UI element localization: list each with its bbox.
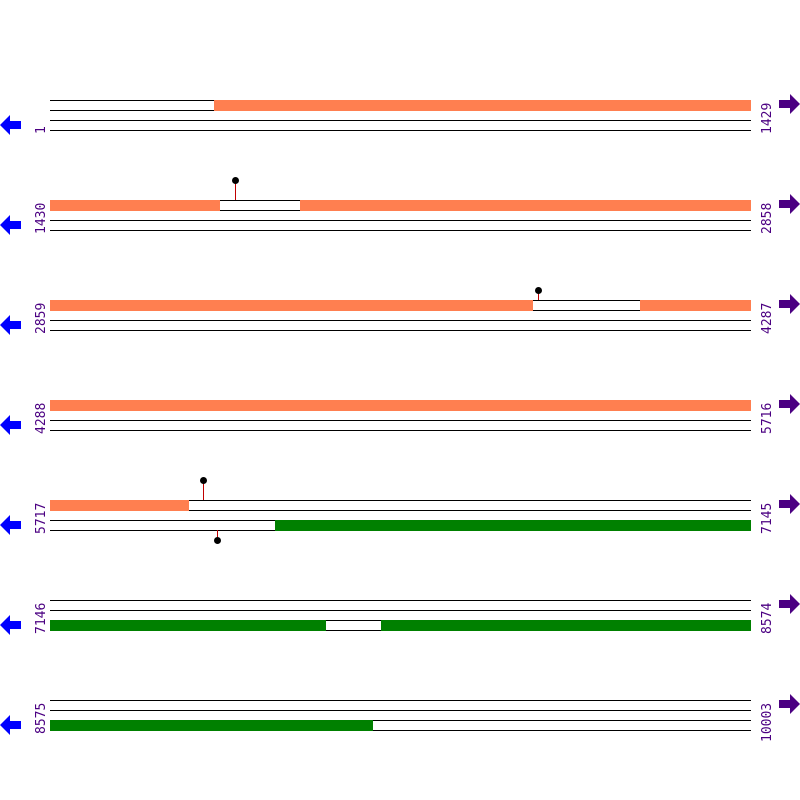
row-end-label: 10003: [760, 702, 775, 742]
orf-forward-segment[interactable]: [300, 200, 751, 211]
lane-line: [50, 510, 751, 511]
row-start-label: 7146: [34, 602, 49, 634]
marker-stem: [217, 530, 218, 538]
arrow-right-icon[interactable]: [778, 493, 800, 515]
row-end-label: 2858: [760, 202, 775, 234]
arrow-left-icon[interactable]: [0, 514, 22, 536]
lane-line: [50, 700, 751, 701]
arrow-right-icon[interactable]: [778, 693, 800, 715]
arrow-right-icon[interactable]: [778, 393, 800, 415]
marker-stem: [538, 292, 539, 300]
sequence-row-2: 1430 2858: [0, 200, 800, 240]
arrow-left-icon[interactable]: [0, 414, 22, 436]
lane-line: [50, 500, 751, 501]
orf-gap: [220, 200, 300, 211]
sequence-row-1: 1 1429: [0, 100, 800, 140]
sequence-row-6: 7146 8574: [0, 600, 800, 640]
orf-forward-segment[interactable]: [640, 300, 751, 311]
orf-gap: [326, 620, 381, 631]
sequence-row-4: 4288 5716: [0, 400, 800, 440]
lollipop-marker-icon[interactable]: [214, 537, 221, 544]
lane-line: [50, 430, 751, 431]
lane-line: [50, 120, 751, 121]
sequence-row-3: 2859 4287: [0, 300, 800, 340]
arrow-left-icon[interactable]: [0, 314, 22, 336]
lane-line: [50, 230, 751, 231]
row-end-label: 1429: [760, 102, 775, 134]
sequence-row-7: 8575 10003: [0, 700, 800, 742]
lane-line: [50, 730, 751, 731]
marker-stem: [235, 182, 236, 200]
row-start-label: 4288: [34, 402, 49, 434]
lane-line: [50, 600, 751, 601]
row-end-label: 7145: [760, 502, 775, 534]
arrow-left-icon[interactable]: [0, 714, 22, 736]
row-start-label: 2859: [34, 302, 49, 334]
lollipop-marker-icon[interactable]: [232, 177, 239, 184]
orf-reverse-segment[interactable]: [50, 720, 373, 731]
lane-line: [50, 610, 751, 611]
sequence-row-5: 5717 7145: [0, 500, 800, 540]
lane-line: [50, 130, 751, 131]
marker-stem: [203, 482, 204, 500]
arrow-right-icon[interactable]: [778, 593, 800, 615]
lane-line: [50, 320, 751, 321]
arrow-left-icon[interactable]: [0, 614, 22, 636]
row-end-label: 8574: [760, 602, 775, 634]
row-start-label: 8575: [34, 702, 49, 734]
orf-forward-segment[interactable]: [50, 200, 220, 211]
orf-forward-segment[interactable]: [50, 300, 533, 311]
row-end-label: 4287: [760, 302, 775, 334]
arrow-left-icon[interactable]: [0, 214, 22, 236]
orf-gap: [533, 300, 640, 311]
row-start-label: 1: [34, 126, 49, 134]
lane-line: [50, 420, 751, 421]
arrow-right-icon[interactable]: [778, 193, 800, 215]
arrow-left-icon[interactable]: [0, 114, 22, 136]
lollipop-marker-icon[interactable]: [200, 477, 207, 484]
lollipop-marker-icon[interactable]: [535, 287, 542, 294]
arrow-right-icon[interactable]: [778, 93, 800, 115]
orf-reverse-segment[interactable]: [50, 620, 326, 631]
orf-reverse-segment[interactable]: [381, 620, 751, 631]
row-start-label: 1430: [34, 202, 49, 234]
orf-forward-segment[interactable]: [214, 100, 751, 111]
orf-reverse-segment[interactable]: [275, 520, 751, 531]
lane-line: [50, 720, 751, 721]
lane-line: [50, 710, 751, 711]
orf-forward-segment[interactable]: [50, 500, 189, 511]
lane-line: [50, 330, 751, 331]
row-start-label: 5717: [34, 502, 49, 534]
arrow-right-icon[interactable]: [778, 293, 800, 315]
orf-forward-segment[interactable]: [50, 400, 751, 411]
row-end-label: 5716: [760, 402, 775, 434]
lane-line: [50, 220, 751, 221]
